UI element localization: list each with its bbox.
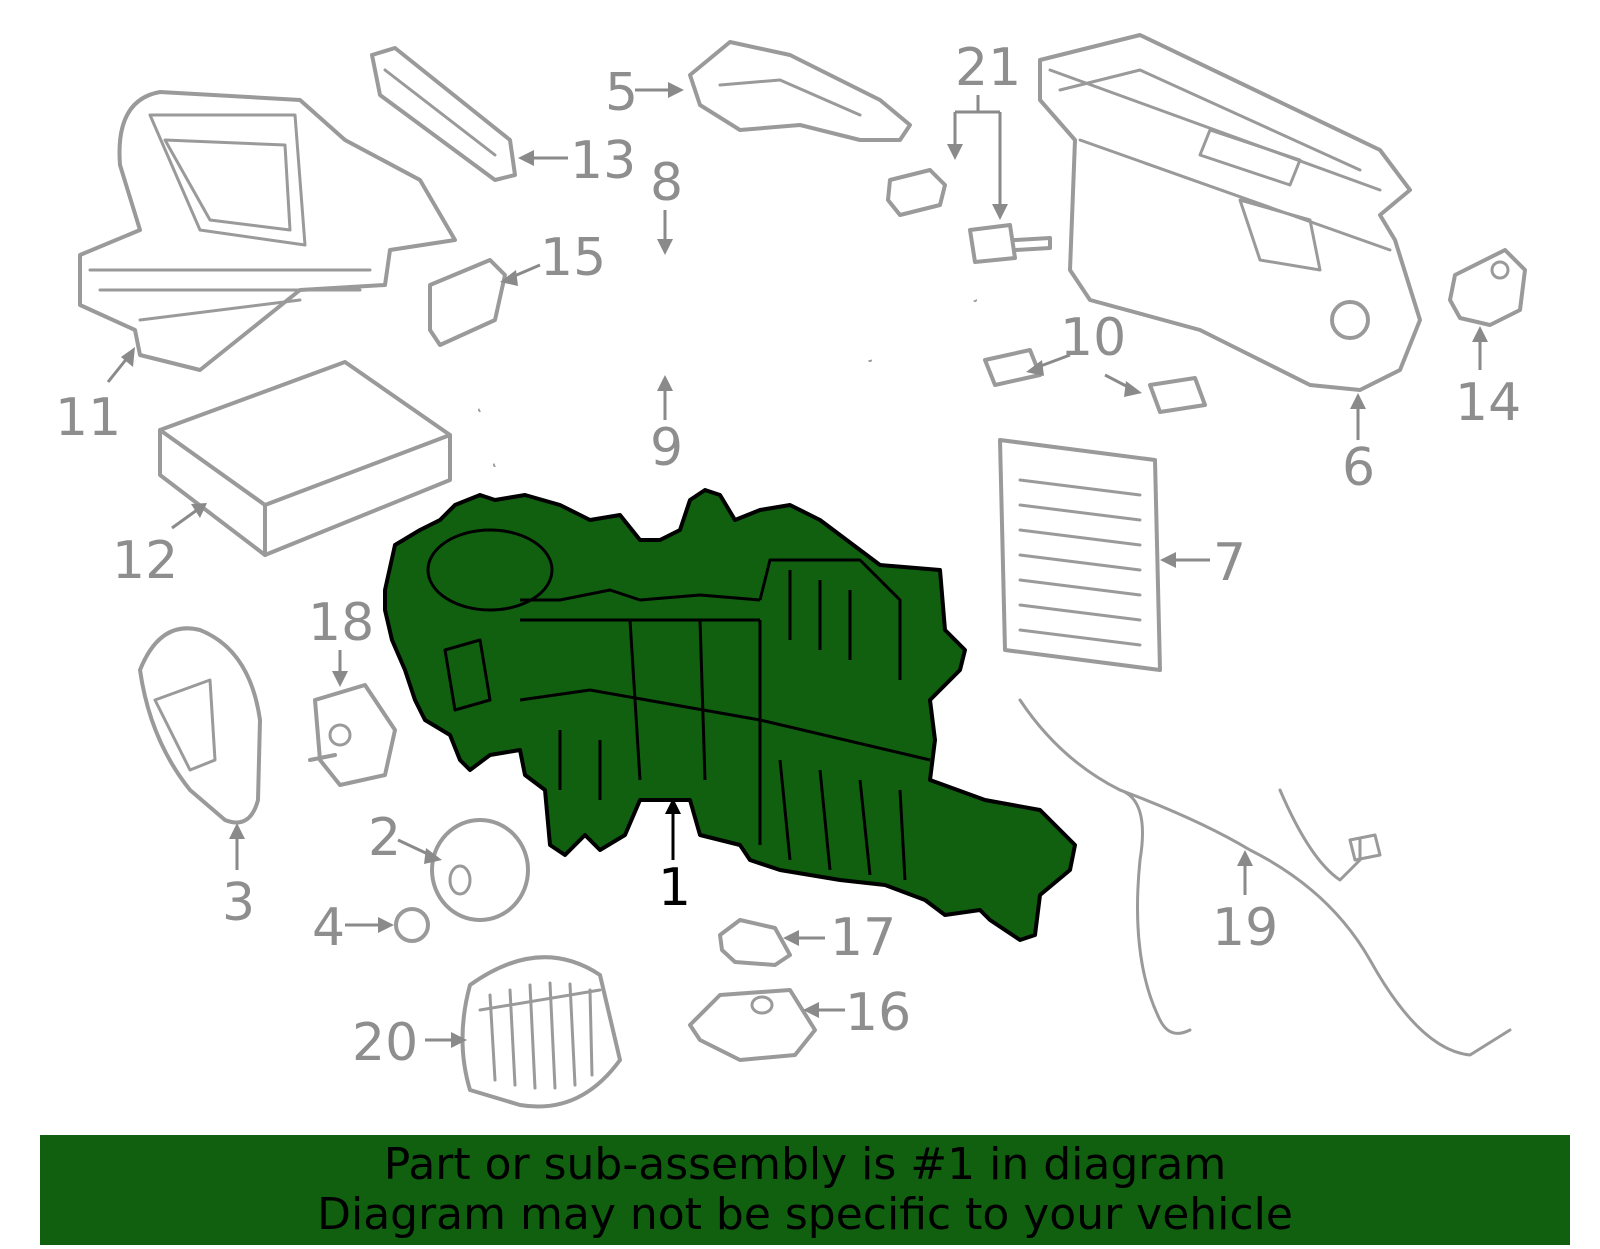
callout-3: 3 bbox=[222, 873, 255, 933]
banner-line-2: Diagram may not be specific to your vehi… bbox=[317, 1189, 1293, 1240]
callout-12: 12 bbox=[112, 531, 178, 591]
part-15-bracket[interactable] bbox=[428, 258, 507, 347]
callout-4: 4 bbox=[312, 898, 345, 958]
leader-lines bbox=[106, 82, 1488, 1048]
callout-10: 10 bbox=[1060, 308, 1126, 368]
callout-16: 16 bbox=[845, 983, 911, 1043]
callout-13: 13 bbox=[570, 131, 636, 191]
callout-19: 19 bbox=[1212, 898, 1278, 958]
callout-6: 6 bbox=[1342, 438, 1375, 498]
info-banner: Part or sub-assembly is #1 in diagram Di… bbox=[40, 1135, 1570, 1245]
part-6-hvac-case[interactable] bbox=[1038, 33, 1422, 392]
part-9-hose[interactable] bbox=[493, 317, 874, 469]
part-18-actuator[interactable] bbox=[308, 683, 397, 787]
callout-17: 17 bbox=[830, 908, 896, 968]
callout-9: 9 bbox=[650, 418, 683, 478]
callout-5: 5 bbox=[605, 63, 638, 123]
part-4-bushing[interactable] bbox=[394, 907, 430, 943]
callout-labels: 1 2 3 4 5 6 7 8 9 10 11 12 13 14 15 16 1… bbox=[55, 38, 1521, 1073]
callout-1: 1 bbox=[658, 858, 691, 918]
part-21-sensors[interactable] bbox=[886, 168, 1052, 264]
callout-7: 7 bbox=[1213, 533, 1246, 593]
callout-21: 21 bbox=[955, 38, 1021, 98]
part-12-filter[interactable] bbox=[158, 360, 452, 557]
part-20-blower[interactable] bbox=[460, 955, 622, 1109]
part-1-highlighted-assembly[interactable] bbox=[383, 488, 1077, 942]
callout-20: 20 bbox=[352, 1013, 418, 1073]
part-5-duct[interactable] bbox=[688, 40, 912, 142]
callout-18: 18 bbox=[308, 593, 374, 653]
part-16-module[interactable] bbox=[688, 988, 817, 1062]
banner-line-1: Part or sub-assembly is #1 in diagram bbox=[383, 1139, 1227, 1190]
callout-14: 14 bbox=[1455, 373, 1521, 433]
callout-11: 11 bbox=[55, 388, 121, 448]
part-14-actuator[interactable] bbox=[1448, 248, 1527, 327]
part-3-gasket[interactable] bbox=[138, 626, 262, 825]
part-17-resistor[interactable] bbox=[718, 918, 792, 967]
callout-2: 2 bbox=[368, 808, 401, 868]
part-2-cap[interactable] bbox=[430, 818, 530, 922]
part-11-housing[interactable] bbox=[78, 90, 457, 372]
part-8-hose[interactable] bbox=[478, 217, 979, 414]
part-7-heater-core[interactable] bbox=[998, 438, 1162, 672]
callout-8: 8 bbox=[650, 153, 683, 213]
part-19-harness[interactable] bbox=[1018, 698, 1512, 1057]
callout-15: 15 bbox=[540, 228, 606, 288]
part-13-bracket[interactable] bbox=[370, 46, 517, 182]
